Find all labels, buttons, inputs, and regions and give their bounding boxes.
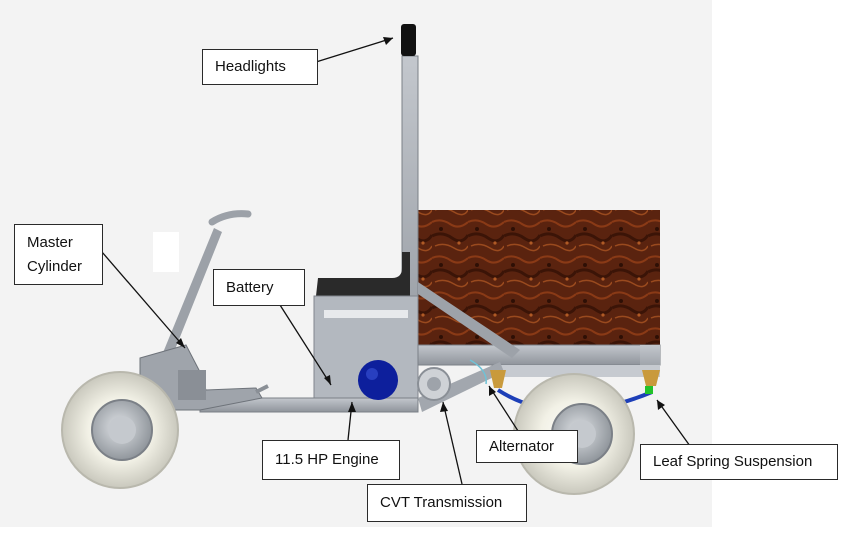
label-headlights-text: Headlights <box>215 58 286 75</box>
label-alternator: Alternator <box>476 430 578 463</box>
label-leaf-spring-text: Leaf Spring Suspension <box>653 453 813 470</box>
arrow-alternator <box>488 385 521 435</box>
label-headlights: Headlights <box>202 49 318 85</box>
engine <box>358 360 398 400</box>
steering-column <box>160 228 222 362</box>
label-cvt-text: CVT Transmission <box>380 494 503 511</box>
spring-shackle <box>645 386 653 394</box>
arrowheads <box>176 37 665 412</box>
arrow-leaf-spring <box>656 399 691 447</box>
alternator-line <box>469 359 487 385</box>
label-leaf-spring: Leaf Spring Suspension <box>640 444 838 480</box>
cargo-frame-rail <box>417 344 661 366</box>
front-hub-center <box>108 416 136 444</box>
rear-spring-mount <box>642 370 660 386</box>
leader-arrows <box>101 37 691 485</box>
headlight <box>401 24 416 56</box>
enclosure-slot <box>324 310 408 318</box>
seat <box>316 252 410 296</box>
label-engine-text: 11.5 HP Engine <box>275 451 379 468</box>
cargo-bed <box>418 210 660 348</box>
label-master-line1: Master <box>27 234 73 251</box>
handlebar <box>208 210 252 226</box>
arrow-cvt <box>442 401 463 485</box>
cvt-hub <box>427 377 441 391</box>
front-spring-mount <box>490 370 506 388</box>
rear-subframe <box>500 365 660 377</box>
engine-highlight <box>366 368 378 380</box>
white-marker <box>153 232 179 272</box>
arrow-battery <box>279 304 332 386</box>
label-engine: 11.5 HP Engine <box>262 440 400 480</box>
arrow-master-cylinder <box>101 251 186 349</box>
master-cylinder-body <box>178 370 206 400</box>
arrow-headlights <box>315 37 394 63</box>
label-master-line2: Cylinder <box>27 258 83 275</box>
label-battery: Battery <box>213 269 305 306</box>
label-alternator-text: Alternator <box>489 438 555 455</box>
label-cvt: CVT Transmission <box>367 484 527 522</box>
label-battery-text: Battery <box>226 279 274 296</box>
diagonal-brace <box>418 282 520 358</box>
pedal-lever <box>255 384 269 394</box>
label-master-cylinder: Master Cylinder <box>14 224 103 285</box>
